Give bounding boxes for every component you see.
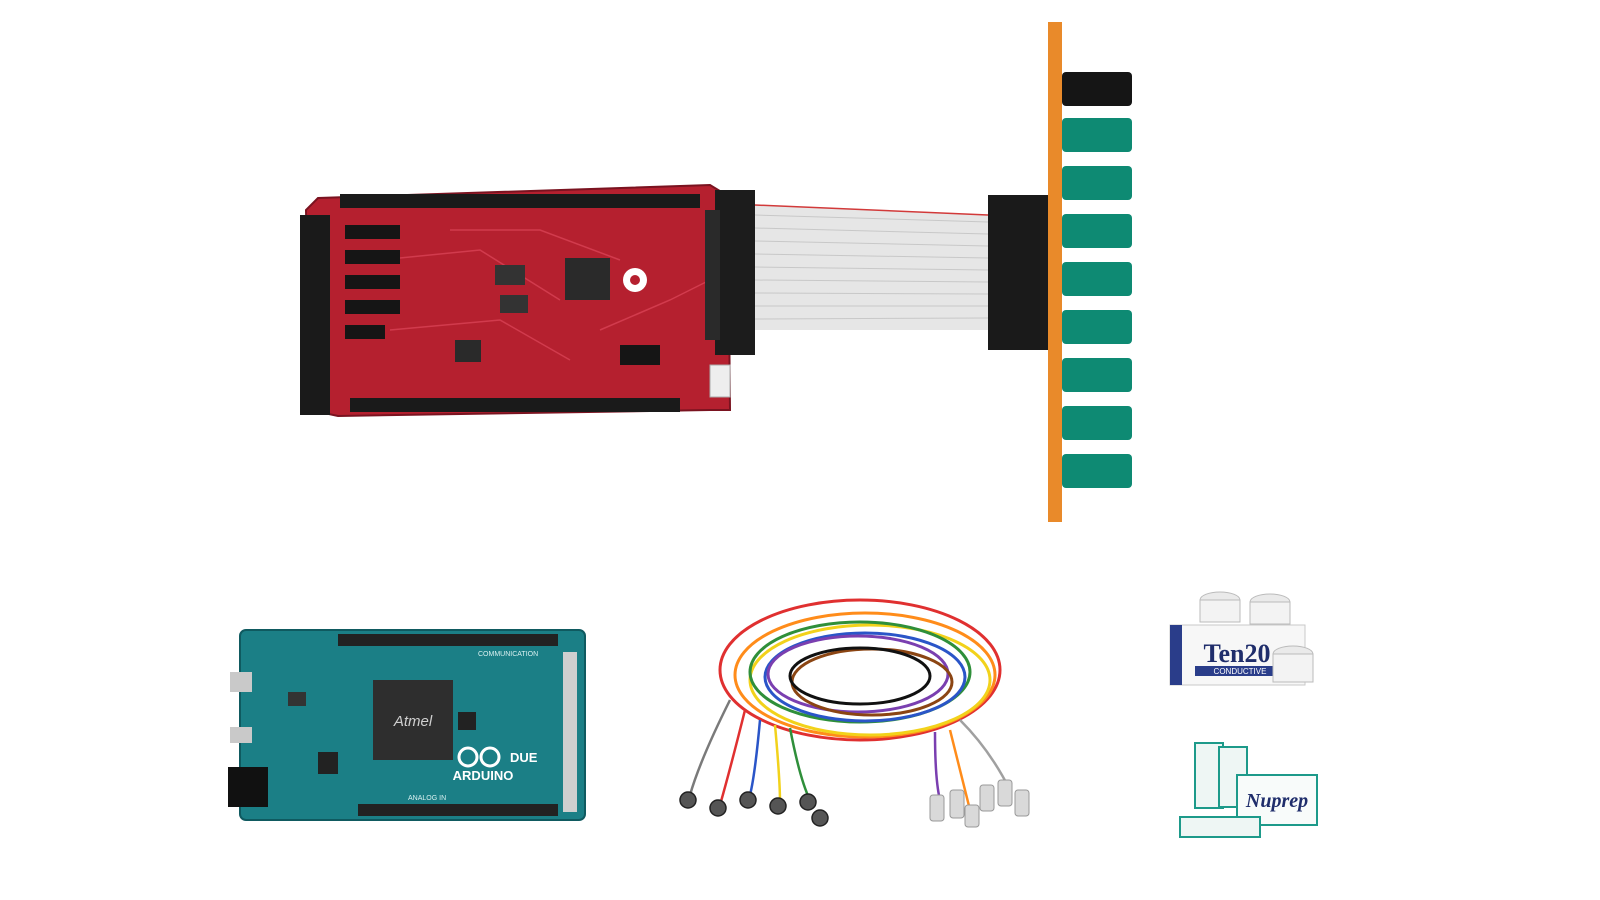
arduino-due-photo: Atmel ARDUINO DUE COMMUNICATION ANALOG I… <box>228 622 598 828</box>
arduino-model-text: DUE <box>510 750 538 765</box>
electrode-header-board <box>1048 22 1062 522</box>
top-product-photo <box>240 0 1230 570</box>
electrode-sockets <box>1062 72 1132 488</box>
chip-text: Atmel <box>393 713 433 730</box>
ribbon-cable <box>754 204 989 330</box>
ribbon-connector <box>988 195 1048 350</box>
ten20-sub: CONDUCTIVE <box>1214 667 1267 676</box>
nuprep-brand: Nuprep <box>1245 790 1308 812</box>
ten20-paste-photo: Ten20 CONDUCTIVE <box>1165 580 1320 700</box>
nuprep-gel-photo: Nuprep <box>1175 735 1330 850</box>
eeg-shield-assembly <box>300 22 1132 522</box>
arduino-due-board: Atmel ARDUINO DUE COMMUNICATION ANALOG I… <box>228 629 586 821</box>
ten20-brand: Ten20 <box>1204 639 1271 668</box>
electrode-leads <box>679 598 1030 828</box>
nuprep-gel: Nuprep <box>1179 742 1318 838</box>
ten20-paste: Ten20 CONDUCTIVE <box>1169 591 1314 686</box>
electrode-leads-photo <box>660 580 1050 830</box>
arduino-brand-text: ARDUINO <box>453 768 514 783</box>
arduino-comm-label: COMMUNICATION <box>478 651 538 658</box>
eeg-shield-board <box>300 183 755 418</box>
arduino-analog-label: ANALOG IN <box>408 795 446 802</box>
